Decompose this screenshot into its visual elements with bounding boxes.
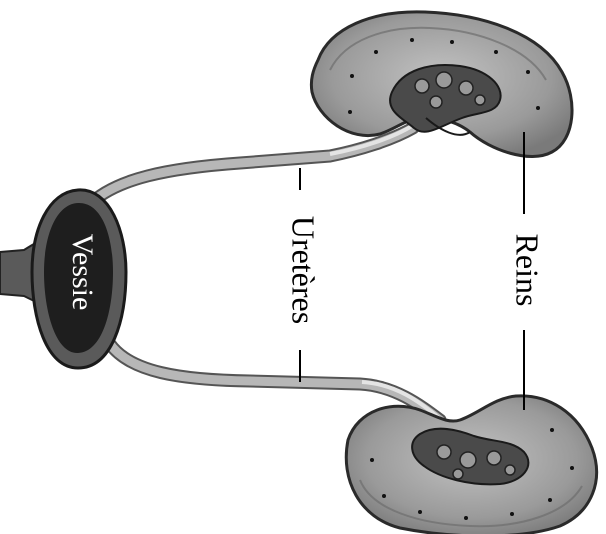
lower-kidney (344, 394, 599, 534)
kidneys-label-group: Reins (510, 132, 546, 410)
ureters-group (81, 121, 447, 427)
kidneys-label: Reins (510, 234, 546, 307)
bladder-label: Vessie (66, 234, 99, 311)
ureters-label: Uretères (286, 216, 322, 324)
bladder: Vessie (0, 188, 128, 370)
ureters-label-group: Uretères (286, 168, 322, 382)
upper-kidney (309, 10, 574, 158)
bladder-lumen (44, 202, 113, 354)
upper-ureter (81, 121, 420, 213)
